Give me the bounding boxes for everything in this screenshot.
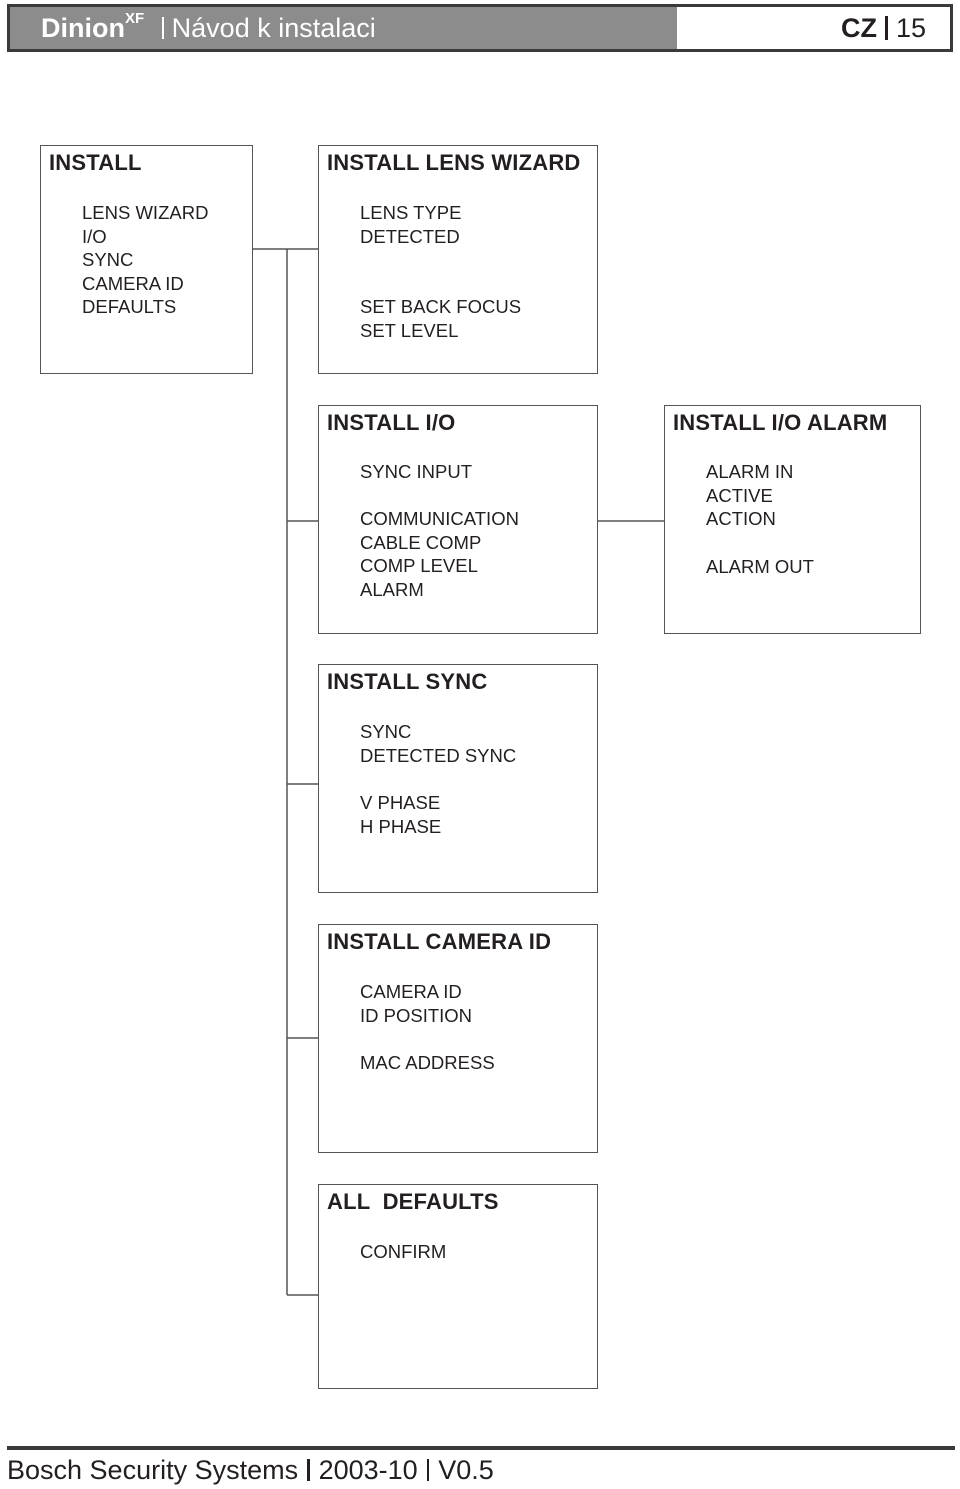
footer-separator [307, 1458, 310, 1481]
page-number: 15 [895, 13, 926, 43]
menu-title: INSTALL SYNC [327, 669, 488, 694]
menu-item: CABLE COMP [360, 532, 482, 553]
footer-rule [7, 1446, 955, 1450]
header-separator [884, 15, 888, 40]
header-separator [161, 16, 164, 39]
menu-item: LENS TYPE [360, 202, 462, 223]
menu-item: DEFAULTS [82, 296, 177, 317]
menu-box-install: INSTALL LENS WIZARD I/O SYNC CAMERA ID D… [40, 145, 253, 374]
product-superscript: XF [124, 10, 145, 27]
header-title-bar: DinionXF Návod k instalaci [10, 7, 677, 49]
menu-item: DETECTED [360, 226, 460, 247]
menu-item: COMMUNICATION [360, 508, 519, 529]
document-title: Návod k instalaci [171, 13, 376, 43]
menu-title: INSTALL LENS WIZARD [327, 150, 581, 175]
menu-item: SYNC [360, 721, 412, 742]
menu-title: INSTALL [49, 150, 142, 175]
page-footer: Bosch Security Systems 2003-10 V0.5 [7, 1455, 494, 1486]
menu-item: SET LEVEL [360, 320, 459, 341]
menu-item: CAMERA ID [360, 981, 462, 1002]
menu-box-lens-wizard: INSTALL LENS WIZARD LENS TYPE DETECTED S… [318, 145, 598, 374]
menu-item: ACTIVE [706, 485, 773, 506]
page-header: DinionXF Návod k instalaci CZ 15 [7, 4, 953, 52]
menu-box-io-alarm: INSTALL I/O ALARM ALARM IN ACTIVE ACTION… [664, 405, 921, 634]
language-code: CZ [840, 13, 877, 43]
footer-date: 2003-10 [318, 1455, 418, 1485]
menu-item: COMP LEVEL [360, 555, 478, 576]
menu-box-io: INSTALL I/O SYNC INPUT COMMUNICATION CAB… [318, 405, 598, 634]
menu-title: INSTALL I/O [327, 410, 456, 435]
menu-item: V PHASE [360, 792, 441, 813]
product-name: Dinion [41, 13, 125, 43]
menu-item: ALARM IN [706, 461, 794, 482]
footer-separator [426, 1458, 430, 1481]
menu-item: H PHASE [360, 816, 442, 837]
menu-item: MAC ADDRESS [360, 1052, 495, 1073]
menu-title: INSTALL CAMERA ID [327, 929, 552, 954]
menu-item: LENS WIZARD [82, 202, 209, 223]
footer-version: V0.5 [438, 1455, 494, 1485]
menu-item: CAMERA ID [82, 273, 184, 294]
menu-item: I/O [82, 226, 107, 247]
header-page-info: CZ 15 [841, 7, 926, 49]
menu-title: INSTALL I/O ALARM [673, 410, 888, 435]
menu-box-camera-id: INSTALL CAMERA ID CAMERA ID ID POSITION … [318, 924, 598, 1153]
menu-item: DETECTED SYNC [360, 745, 517, 766]
menu-item: SYNC [82, 249, 134, 270]
menu-item: ALARM [360, 579, 424, 600]
menu-box-sync: INSTALL SYNC SYNC DETECTED SYNC V PHASE … [318, 664, 598, 893]
menu-box-defaults: ALL DEFAULTS CONFIRM [318, 1184, 598, 1389]
menu-item: ALARM OUT [706, 556, 814, 577]
menu-item: CONFIRM [360, 1241, 447, 1262]
menu-item: ACTION [706, 508, 776, 529]
menu-title: ALL DEFAULTS [327, 1189, 499, 1214]
menu-item: SET BACK FOCUS [360, 296, 522, 317]
footer-company: Bosch Security Systems [7, 1455, 299, 1485]
menu-item: ID POSITION [360, 1005, 473, 1026]
menu-item: SYNC INPUT [360, 461, 473, 482]
